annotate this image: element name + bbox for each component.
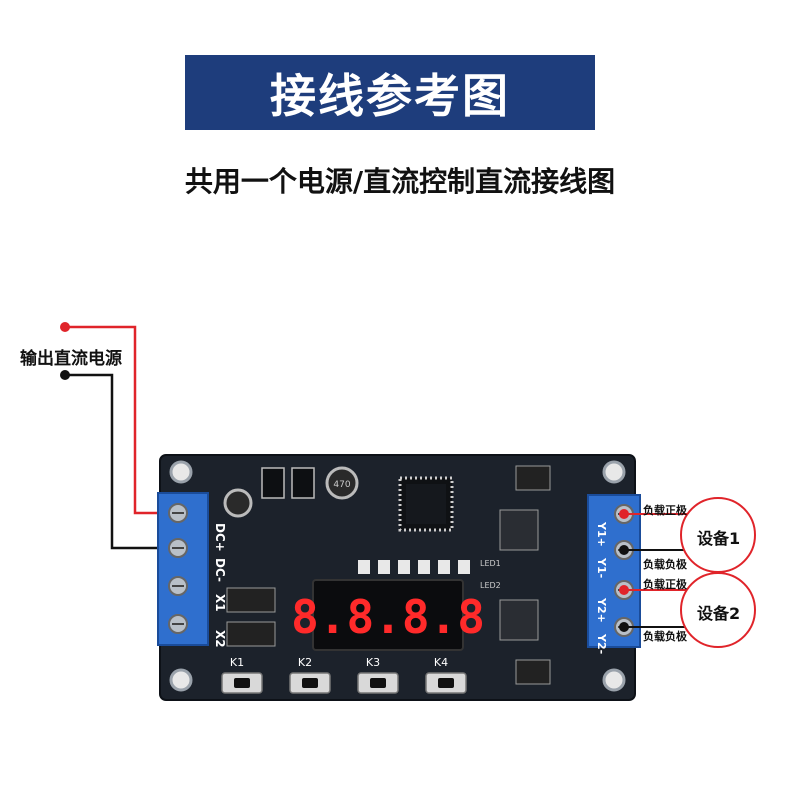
terminal-label-dc-minus: DC-	[213, 558, 227, 582]
device2-label: 设备2	[697, 604, 741, 623]
negative-input-wire	[65, 373, 178, 550]
dc-power-input-label: 输出直流电源	[20, 349, 122, 369]
led1-label: LED1	[480, 559, 501, 568]
smd-components: LED1 LED2	[226, 465, 551, 685]
terminal-label-y2-minus: Y2-	[595, 633, 608, 654]
load-positive-label-1: 负载正极	[643, 504, 687, 517]
terminal-label-dc-plus: DC+	[213, 523, 227, 552]
display-digits: 8.8.8.8	[291, 590, 485, 644]
capacitors: 470	[223, 466, 359, 518]
relay-module-board: DC+ DC- X1 X2 Y1+ Y1- Y2+ Y2- 470	[157, 454, 641, 701]
button-label-k3: K3	[366, 656, 380, 669]
led2-label: LED2	[480, 581, 501, 590]
left-terminal-labels: DC+ DC- X1 X2	[213, 523, 227, 648]
load-positive-label-2: 负载正极	[643, 578, 687, 591]
right-terminal-labels: Y1+ Y1- Y2+ Y2-	[595, 521, 608, 654]
terminal-label-y1-plus: Y1+	[595, 521, 608, 547]
left-terminal-block	[157, 492, 209, 646]
capacitor-label: 470	[333, 480, 350, 490]
button-label-k4: K4	[434, 656, 448, 669]
title-banner: 接线参考图	[185, 55, 595, 130]
load-negative-label-2: 负载负极	[643, 630, 687, 643]
terminal-label-x2: X2	[213, 630, 227, 648]
positive-input-wire	[65, 325, 178, 515]
mounting-holes	[169, 460, 626, 692]
terminal-label-x1: X1	[213, 594, 227, 612]
button-label-k1: K1	[230, 656, 244, 669]
positive-input-dot	[60, 322, 70, 332]
device2-circle	[680, 572, 756, 648]
microcontroller-chip	[398, 476, 454, 532]
input-wires	[60, 322, 178, 550]
page-title: 接线参考图	[270, 68, 510, 123]
seven-segment-display: 8.8.8.8	[291, 579, 485, 651]
terminal-label-y2-plus: Y2+	[595, 597, 608, 623]
device1-label: 设备1	[697, 529, 741, 548]
load-negative-label-1: 负载负极	[643, 558, 687, 571]
negative-input-dot	[60, 370, 70, 380]
push-buttons: K1 K2 K3 K4	[221, 656, 467, 694]
terminal-label-y1-minus: Y1-	[595, 557, 608, 578]
button-label-k2: K2	[298, 656, 312, 669]
page-subtitle: 共用一个电源/直流控制直流接线图	[184, 165, 616, 198]
